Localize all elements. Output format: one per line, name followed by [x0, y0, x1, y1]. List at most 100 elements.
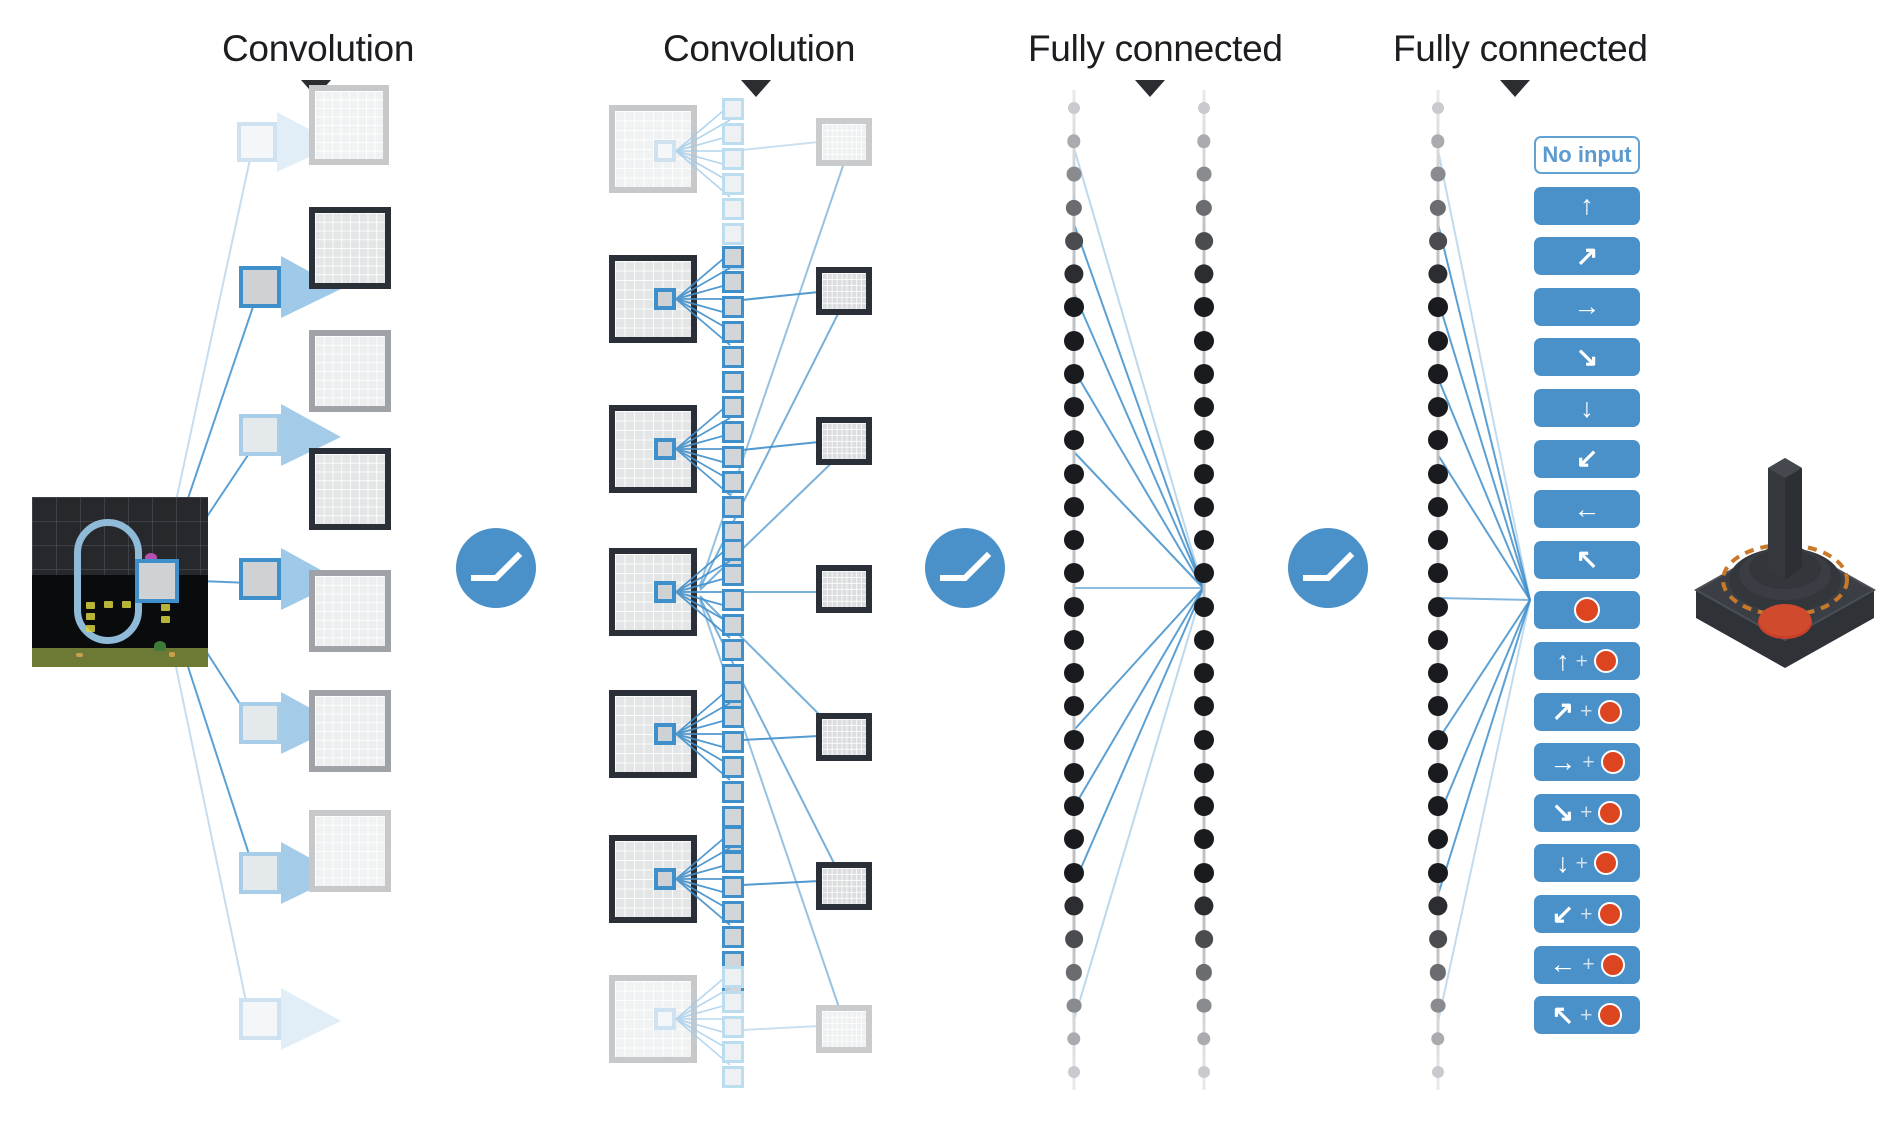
- action-button-fire[interactable]: [1534, 591, 1640, 630]
- fc-unit-dot: [1431, 134, 1445, 148]
- fc-unit-dot: [1064, 829, 1084, 850]
- conv1-feature-map: [309, 690, 391, 772]
- screen-path: [74, 519, 142, 644]
- conv2-output-pixel: [722, 706, 744, 728]
- fc-unit-dot: [1064, 363, 1084, 384]
- action-button-up-left[interactable]: ↖: [1534, 540, 1640, 579]
- action-button-left[interactable]: ←: [1534, 490, 1640, 529]
- action-button-down-right-fire[interactable]: ↘+: [1534, 793, 1640, 832]
- fc-unit-dot: [1194, 563, 1214, 584]
- conv2-patch: [654, 140, 676, 162]
- conv2-output-pixel: [722, 371, 744, 393]
- conv2-output-map: [816, 267, 872, 315]
- fc-unit-dot: [1428, 330, 1448, 351]
- plus-symbol: +: [1582, 750, 1595, 774]
- conv1-feature-map: [309, 810, 391, 892]
- screen-enemy-sprite: [86, 613, 95, 620]
- conv2-patch: [654, 868, 676, 890]
- fc-unit-dot: [1432, 1066, 1444, 1078]
- conv2-output-pixel: [722, 731, 744, 753]
- action-button-right[interactable]: →: [1534, 287, 1640, 326]
- screen-ground: [32, 648, 208, 667]
- conv2-patch: [654, 288, 676, 310]
- action-button-down[interactable]: ↓: [1534, 389, 1640, 427]
- conv2-patch: [654, 1008, 676, 1030]
- fc-unit-dot: [1429, 232, 1447, 250]
- conv1-feature-map: [309, 570, 391, 652]
- fc-unit-dot: [1195, 964, 1213, 981]
- action-button-down-left[interactable]: ↙: [1534, 439, 1640, 478]
- fc-unit-dot: [1428, 596, 1448, 617]
- plus-symbol: +: [1582, 953, 1595, 977]
- conv2-output-pixel: [722, 321, 744, 343]
- screen-enemy-sprite: [86, 625, 95, 632]
- fc-unit-dot: [1428, 663, 1448, 684]
- conv2-output-pixel: [722, 756, 744, 778]
- fc-unit-dot: [1064, 762, 1084, 783]
- fc-unit-dot: [1064, 796, 1084, 817]
- conv2-output-map: [816, 118, 872, 166]
- action-button-up-left-fire[interactable]: ↖+: [1534, 996, 1640, 1035]
- fc-unit-dot: [1428, 297, 1448, 318]
- fc-unit-dot: [1194, 862, 1214, 883]
- action-button-left-fire[interactable]: ←+: [1534, 945, 1640, 984]
- conv2-patch: [654, 723, 676, 745]
- fc-unit-dot: [1194, 264, 1214, 284]
- fc-unit-dot: [1429, 199, 1447, 216]
- direction-arrow-icon: ↖: [1575, 544, 1599, 575]
- conv2-fan: [675, 252, 731, 346]
- fc-unit-dot: [1194, 496, 1214, 517]
- screen-target-blob: [145, 553, 157, 562]
- fc-unit-dot: [1068, 102, 1080, 114]
- relu-activation-1: [456, 528, 536, 608]
- direction-arrow-icon: ↙: [1551, 898, 1575, 929]
- conv2-output-pixel: [722, 614, 744, 636]
- conv1-feature-map: [309, 448, 391, 530]
- plus-symbol: +: [1580, 902, 1593, 926]
- conv1-patch: [239, 558, 281, 600]
- fc-unit-dot: [1068, 1066, 1080, 1078]
- fc-unit-dot: [1428, 463, 1448, 484]
- fc-unit-dot: [1065, 964, 1083, 981]
- fc-spine: [1436, 90, 1440, 1090]
- fc-unit-dot: [1428, 762, 1448, 783]
- fc-unit-dot: [1194, 896, 1214, 916]
- conv2-patch: [654, 438, 676, 460]
- direction-arrow-icon: ↘: [1575, 341, 1599, 372]
- conv2-output-map: [816, 417, 872, 465]
- conv2-output-pixel: [722, 446, 744, 468]
- plus-symbol: +: [1575, 649, 1588, 673]
- action-button-up-right-fire[interactable]: ↗+: [1534, 692, 1640, 731]
- direction-arrow-icon: ←: [1573, 493, 1601, 524]
- fc-spine: [1072, 90, 1076, 1090]
- direction-arrow-icon: ↓: [1580, 392, 1594, 423]
- action-button-down-fire[interactable]: ↓+: [1534, 844, 1640, 883]
- fire-button-icon: [1598, 800, 1623, 825]
- section-label-fc1: Fully connected: [1028, 28, 1283, 69]
- action-button-up-fire[interactable]: ↑+: [1534, 642, 1640, 680]
- conv2-output-map: [816, 713, 872, 761]
- conv2-output-map: [816, 1005, 872, 1053]
- conv2-output-pixel: [722, 173, 744, 195]
- fc-unit-dot: [1430, 167, 1446, 182]
- action-button-up-right[interactable]: ↗: [1534, 237, 1640, 276]
- fc-unit-dot: [1428, 796, 1448, 817]
- action-button-down-left-fire[interactable]: ↙+: [1534, 895, 1640, 933]
- action-button-noop[interactable]: No input: [1534, 136, 1640, 174]
- fc-unit-dot: [1065, 930, 1083, 948]
- action-button-right-fire[interactable]: →+: [1534, 743, 1640, 782]
- conv1-patch: [239, 414, 281, 456]
- conv2-output-pixel: [722, 1066, 744, 1088]
- conv2-output-pixel: [722, 346, 744, 368]
- conv2-output-pixel: [722, 98, 744, 120]
- fc-unit-dot: [1428, 530, 1448, 551]
- action-button-down-right[interactable]: ↘: [1534, 338, 1640, 377]
- action-button-up[interactable]: ↑: [1534, 186, 1640, 225]
- conv2-output-pixel: [722, 396, 744, 418]
- fire-button-icon: [1598, 1003, 1623, 1028]
- conv2-fan: [675, 402, 731, 496]
- fc-unit-dot: [1428, 862, 1448, 883]
- direction-arrow-icon: ↖: [1551, 999, 1575, 1030]
- fc-unit-dot: [1064, 496, 1084, 517]
- fire-button-icon: [1593, 649, 1618, 673]
